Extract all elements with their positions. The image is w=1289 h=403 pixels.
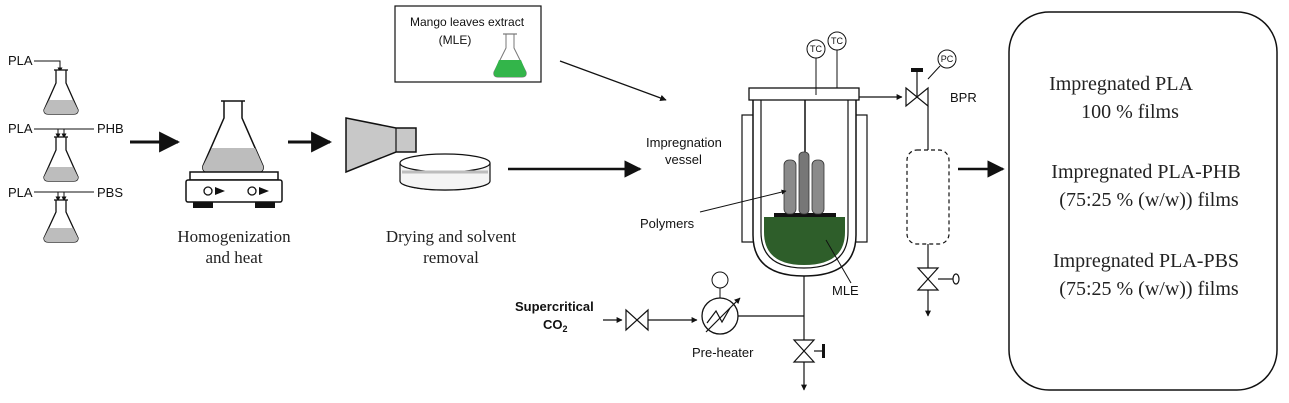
drying-label-2: removal xyxy=(423,248,479,267)
separator-outlet-valve xyxy=(916,267,960,291)
result-pla-pbs-line1: Impregnated PLA-PBS xyxy=(1053,250,1239,272)
result-pla-line2: 100 % films xyxy=(1081,101,1179,123)
petri-dish xyxy=(399,153,491,191)
drying-funnel xyxy=(345,117,417,174)
results-box xyxy=(1008,11,1278,391)
bpr-label: BPR xyxy=(950,90,977,105)
flask-pla-phb xyxy=(43,136,79,182)
hotplate-flask xyxy=(185,100,283,208)
impregnation-vessel xyxy=(741,87,868,277)
drying-label-1: Drying and solvent xyxy=(386,227,517,246)
separator-vessel xyxy=(906,149,950,245)
preheater xyxy=(701,271,741,335)
green-extract-flask xyxy=(493,33,527,78)
homogenization-label-1: Homogenization xyxy=(177,227,291,246)
mle-extract-box: Mango leaves extract (MLE) xyxy=(394,5,542,83)
pbs-label: PBS xyxy=(97,185,123,200)
co2-label-1: Supercritical xyxy=(515,299,594,314)
co2-label-2: CO2 xyxy=(543,317,568,334)
pc-label: PC xyxy=(941,54,954,64)
vessel-label-2: vessel xyxy=(665,152,702,167)
pla-label-2: PLA xyxy=(8,121,33,136)
pla-label-3: PLA xyxy=(8,185,33,200)
polymers-label: Polymers xyxy=(640,216,695,231)
vessel-label-1: Impregnation xyxy=(646,135,722,150)
phb-label: PHB xyxy=(97,121,124,136)
tc-sensor-1: TC xyxy=(806,39,826,95)
tc-label-1: TC xyxy=(810,44,822,54)
preheater-label: Pre-heater xyxy=(692,345,754,360)
co2-text: CO xyxy=(543,317,563,332)
co2-subscript: 2 xyxy=(563,324,568,334)
polymer-preparation: PLA PLA PHB PLA PBS xyxy=(8,53,124,243)
bpr-valve xyxy=(905,68,929,108)
mle-box-label-2: (MLE) xyxy=(439,33,472,47)
pla-label-1: PLA xyxy=(8,53,33,68)
tc-label-2: TC xyxy=(831,36,843,46)
result-pla-pbs-line2: (75:25 % (w/w)) films xyxy=(1059,278,1239,300)
flask-pla xyxy=(43,69,79,115)
arrow-mle-to-vessel xyxy=(559,60,667,102)
tc-sensor-2: TC xyxy=(827,31,847,88)
homogenization-label-2: and heat xyxy=(205,248,262,267)
result-pla-line1: Impregnated PLA xyxy=(1049,73,1193,95)
mle-box-label-1: Mango leaves extract xyxy=(410,15,525,29)
result-pla-phb-line2: (75:25 % (w/w)) films xyxy=(1059,189,1239,211)
flask-pla-pbs xyxy=(43,199,79,243)
pc-sensor: PC xyxy=(927,49,957,80)
result-pla-phb-line1: Impregnated PLA-PHB xyxy=(1051,161,1240,183)
mle-label: MLE xyxy=(832,283,859,298)
vessel-drain-valve xyxy=(792,339,825,363)
co2-inlet-valve xyxy=(625,308,649,332)
